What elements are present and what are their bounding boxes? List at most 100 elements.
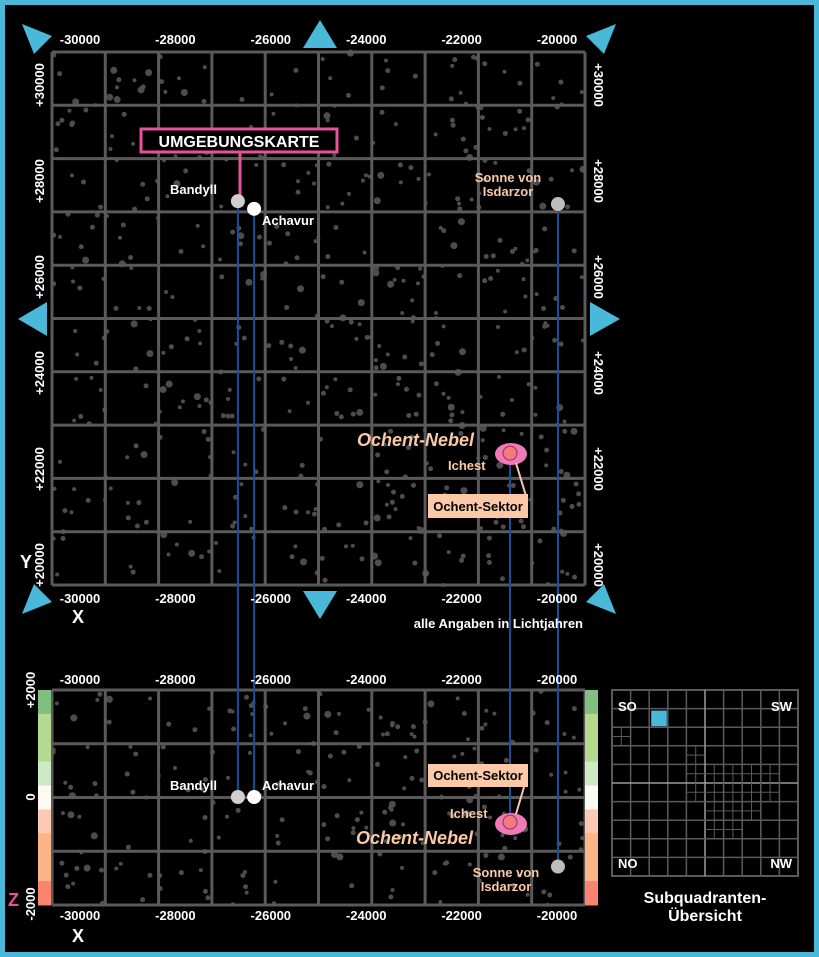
star-dot: [571, 248, 577, 254]
corner-sw: SW: [771, 699, 793, 714]
star-dot: [533, 747, 539, 753]
star-dot: [249, 526, 254, 531]
star-dot: [227, 708, 233, 714]
star-dot: [495, 268, 500, 273]
star-dot: [145, 69, 153, 77]
nav-arrow-up-left-icon[interactable]: [22, 24, 52, 54]
system-bandyll-bottom[interactable]: [230, 790, 245, 804]
star-dot: [383, 58, 388, 63]
star-dot: [558, 468, 564, 474]
star-dot: [460, 136, 466, 142]
star-dot: [78, 244, 84, 250]
star-dot: [458, 348, 466, 356]
tick-label: +28000: [591, 159, 606, 203]
star-dot: [98, 204, 104, 210]
star-dot: [510, 483, 516, 489]
nav-arrow-up-icon[interactable]: [303, 20, 337, 48]
star-dot: [245, 278, 253, 286]
system-bandyll-top[interactable]: [230, 194, 245, 209]
star-dot: [205, 895, 211, 901]
star-dot: [525, 258, 530, 263]
star-dot: [125, 500, 130, 505]
star-dot: [269, 92, 274, 97]
label-isdarzor-top-1: Sonne von: [475, 170, 542, 185]
star-dot: [197, 404, 202, 409]
nav-arrow-left-icon[interactable]: [18, 302, 47, 336]
star-dot: [406, 445, 412, 451]
star-dot: [416, 392, 422, 398]
star-dot: [449, 813, 455, 819]
subquadrant-overview[interactable]: [611, 689, 799, 877]
star-dot: [322, 577, 328, 583]
star-dot: [125, 844, 131, 850]
system-achavur-top[interactable]: [247, 201, 262, 216]
star-dot: [275, 840, 281, 846]
nav-arrow-down-icon[interactable]: [303, 591, 337, 619]
tick-label: +24000: [591, 351, 606, 395]
star-dot: [427, 700, 435, 708]
overview-title-1: Subquadranten-: [644, 890, 767, 907]
tick-label: -30000: [60, 32, 100, 47]
star-dot: [160, 744, 166, 750]
corner-nw: NW: [770, 856, 792, 871]
star-dot: [563, 770, 568, 775]
star-dot: [333, 730, 339, 736]
star-dot: [480, 438, 485, 443]
nav-arrow-down-left-icon[interactable]: [22, 584, 52, 614]
star-dot: [377, 171, 385, 179]
star-dot: [57, 71, 63, 77]
star-dot: [147, 872, 153, 878]
navigation-arrows[interactable]: [18, 20, 620, 619]
nav-arrow-down-right-icon[interactable]: [586, 584, 616, 614]
star-dot: [168, 344, 174, 350]
current-subquadrant[interactable]: [651, 710, 667, 727]
star-dot: [293, 544, 298, 549]
star-dot: [140, 181, 146, 187]
corner-no: NO: [618, 856, 638, 871]
system-isdarzor-bottom[interactable]: [550, 859, 565, 874]
star-dot: [176, 76, 181, 81]
star-dot: [502, 845, 508, 851]
star-dot: [336, 853, 344, 861]
star-dot: [411, 482, 417, 488]
system-isdarzor-top[interactable]: [550, 197, 565, 212]
system-ichest-bottom[interactable]: [502, 814, 518, 830]
star-dot: [303, 712, 311, 720]
star-dot: [455, 196, 461, 202]
star-dot: [466, 737, 471, 742]
star-dot: [452, 57, 458, 63]
star-dot: [60, 535, 66, 541]
star-dot: [247, 750, 252, 755]
star-dot: [347, 387, 353, 393]
star-dot: [460, 553, 466, 559]
tick-label: -22000: [441, 32, 481, 47]
star-dot: [562, 731, 567, 736]
star-dot: [379, 109, 385, 115]
star-dot: [242, 869, 247, 874]
star-dot: [331, 851, 339, 859]
tick-label: -28000: [155, 32, 195, 47]
nav-arrow-up-right-icon[interactable]: [586, 24, 616, 54]
nav-arrow-right-icon[interactable]: [590, 302, 620, 336]
star-dot: [521, 277, 526, 282]
star-dot: [364, 825, 369, 830]
star-dot: [129, 266, 134, 271]
system-achavur-bottom[interactable]: [247, 790, 262, 804]
star-dot: [419, 777, 425, 783]
star-dot: [544, 463, 549, 468]
z-scale-segment: [38, 857, 51, 882]
system-ichest-top[interactable]: [502, 445, 518, 461]
star-dot: [325, 836, 331, 842]
star-dot: [59, 860, 65, 866]
star-dot: [388, 428, 394, 434]
tick-label: -26000: [251, 672, 291, 687]
star-dot: [95, 697, 100, 702]
star-dot: [338, 414, 344, 420]
star-dot: [283, 721, 288, 726]
bottom-map-stars: [50, 688, 585, 907]
star-dot: [128, 254, 134, 260]
star-dot: [53, 147, 59, 153]
star-dot: [393, 122, 398, 127]
star-dot: [285, 231, 291, 237]
star-dot: [321, 822, 327, 828]
